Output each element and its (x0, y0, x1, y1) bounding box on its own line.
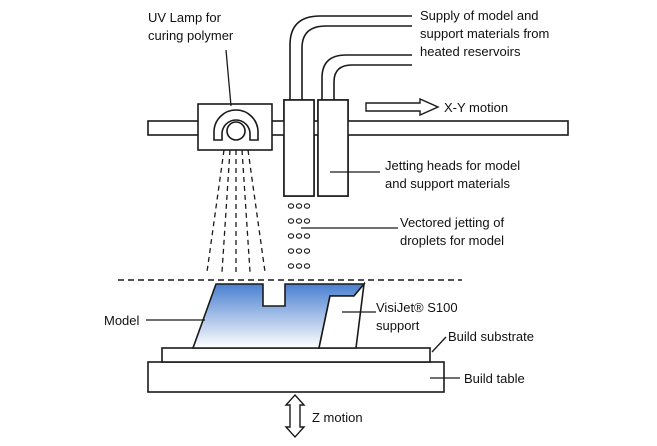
uv-rays (206, 149, 266, 273)
build-table (147, 361, 445, 393)
right-arrow-icon (365, 97, 440, 117)
build-substrate-label: Build substrate (448, 329, 534, 344)
visijet-label-line1: VisiJet® S100 (376, 300, 458, 315)
uv-lamp-icon (197, 103, 273, 151)
supply-tubes (289, 15, 412, 100)
supply-label-line3: heated reservoirs (420, 44, 521, 59)
vectored-label-line1: Vectored jetting of (400, 215, 504, 230)
build-substrate (161, 347, 431, 363)
visijet-label-line2: support (376, 318, 420, 333)
jetting-label-line1: Jetting heads for model (385, 158, 520, 173)
uv-lamp-label-line2: curing polymer (148, 28, 234, 43)
visijet-support (318, 281, 366, 349)
model-label: Model (104, 313, 140, 328)
vectored-label-line2: droplets for model (400, 233, 504, 248)
droplets (287, 203, 311, 269)
supply-label-line2: support materials from (420, 26, 549, 41)
uv-lamp-label-line1: UV Lamp for (148, 10, 222, 25)
build-table-label: Build table (464, 371, 525, 386)
leader-lines (146, 49, 460, 379)
jetting-label-line2: and support materials (385, 176, 511, 191)
supply-label-line1: Supply of model and (420, 8, 539, 23)
up-down-arrow-icon (284, 393, 306, 439)
xy-motion-label: X-Y motion (444, 100, 508, 115)
z-motion-label: Z motion (312, 410, 363, 425)
